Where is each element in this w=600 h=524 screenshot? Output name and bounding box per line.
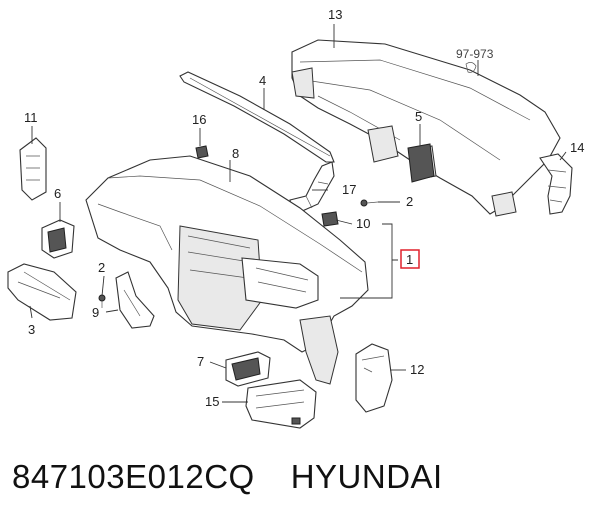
callout-1: 1 <box>406 252 413 267</box>
leader-lines <box>29 24 567 403</box>
part-16-clip <box>195 145 209 159</box>
callout-9: 9 <box>92 305 99 320</box>
callout-17: 17 <box>342 182 356 197</box>
part-11-side-cover <box>19 137 47 201</box>
part-8-crash-pad <box>85 155 369 385</box>
part-13-defroster-duct <box>291 39 561 217</box>
callout-2-lower: 2 <box>98 260 105 275</box>
part-10-connector <box>321 211 339 227</box>
callout-16: 16 <box>192 112 206 127</box>
callout-13: 13 <box>328 7 342 22</box>
reference-label: 97-973 <box>456 47 494 61</box>
callout-10: 10 <box>356 216 370 231</box>
part-6-side-vent <box>41 219 75 259</box>
part-17-bracket <box>289 161 335 213</box>
callout-8: 8 <box>232 146 239 161</box>
part-9-bracket <box>115 271 155 329</box>
brand-name: HYUNDAI <box>290 458 443 495</box>
parts-diagram: 13 97-973 4 5 11 16 14 8 17 6 2 10 1 2 9… <box>7 7 584 429</box>
callout-6: 6 <box>54 186 61 201</box>
part-3-cover-panel <box>7 263 77 321</box>
callout-4: 4 <box>259 73 266 88</box>
part-4-defroster-strip <box>179 71 335 163</box>
part-14-side-duct <box>539 153 573 215</box>
callout-15: 15 <box>205 394 219 409</box>
part-7-center-vent <box>225 351 271 387</box>
callout-1-highlight-box <box>400 249 420 269</box>
callout-2-upper: 2 <box>406 194 413 209</box>
part-number: 847103E012CQ <box>12 458 255 495</box>
part-12-glove-box <box>355 343 393 413</box>
callout-12: 12 <box>410 362 424 377</box>
callout-11: 11 <box>24 110 38 125</box>
callout-5: 5 <box>415 109 422 124</box>
part-caption: 847103E012CQ HYUNDAI <box>12 458 479 496</box>
callout-7: 7 <box>197 354 204 369</box>
callout-3: 3 <box>28 322 35 337</box>
part-2-screw-upper <box>360 199 379 207</box>
part-5-center-vent <box>407 143 435 183</box>
part-2-screw-lower <box>98 294 106 308</box>
callout-14: 14 <box>570 140 584 155</box>
part-15-tray-unit <box>245 379 317 429</box>
